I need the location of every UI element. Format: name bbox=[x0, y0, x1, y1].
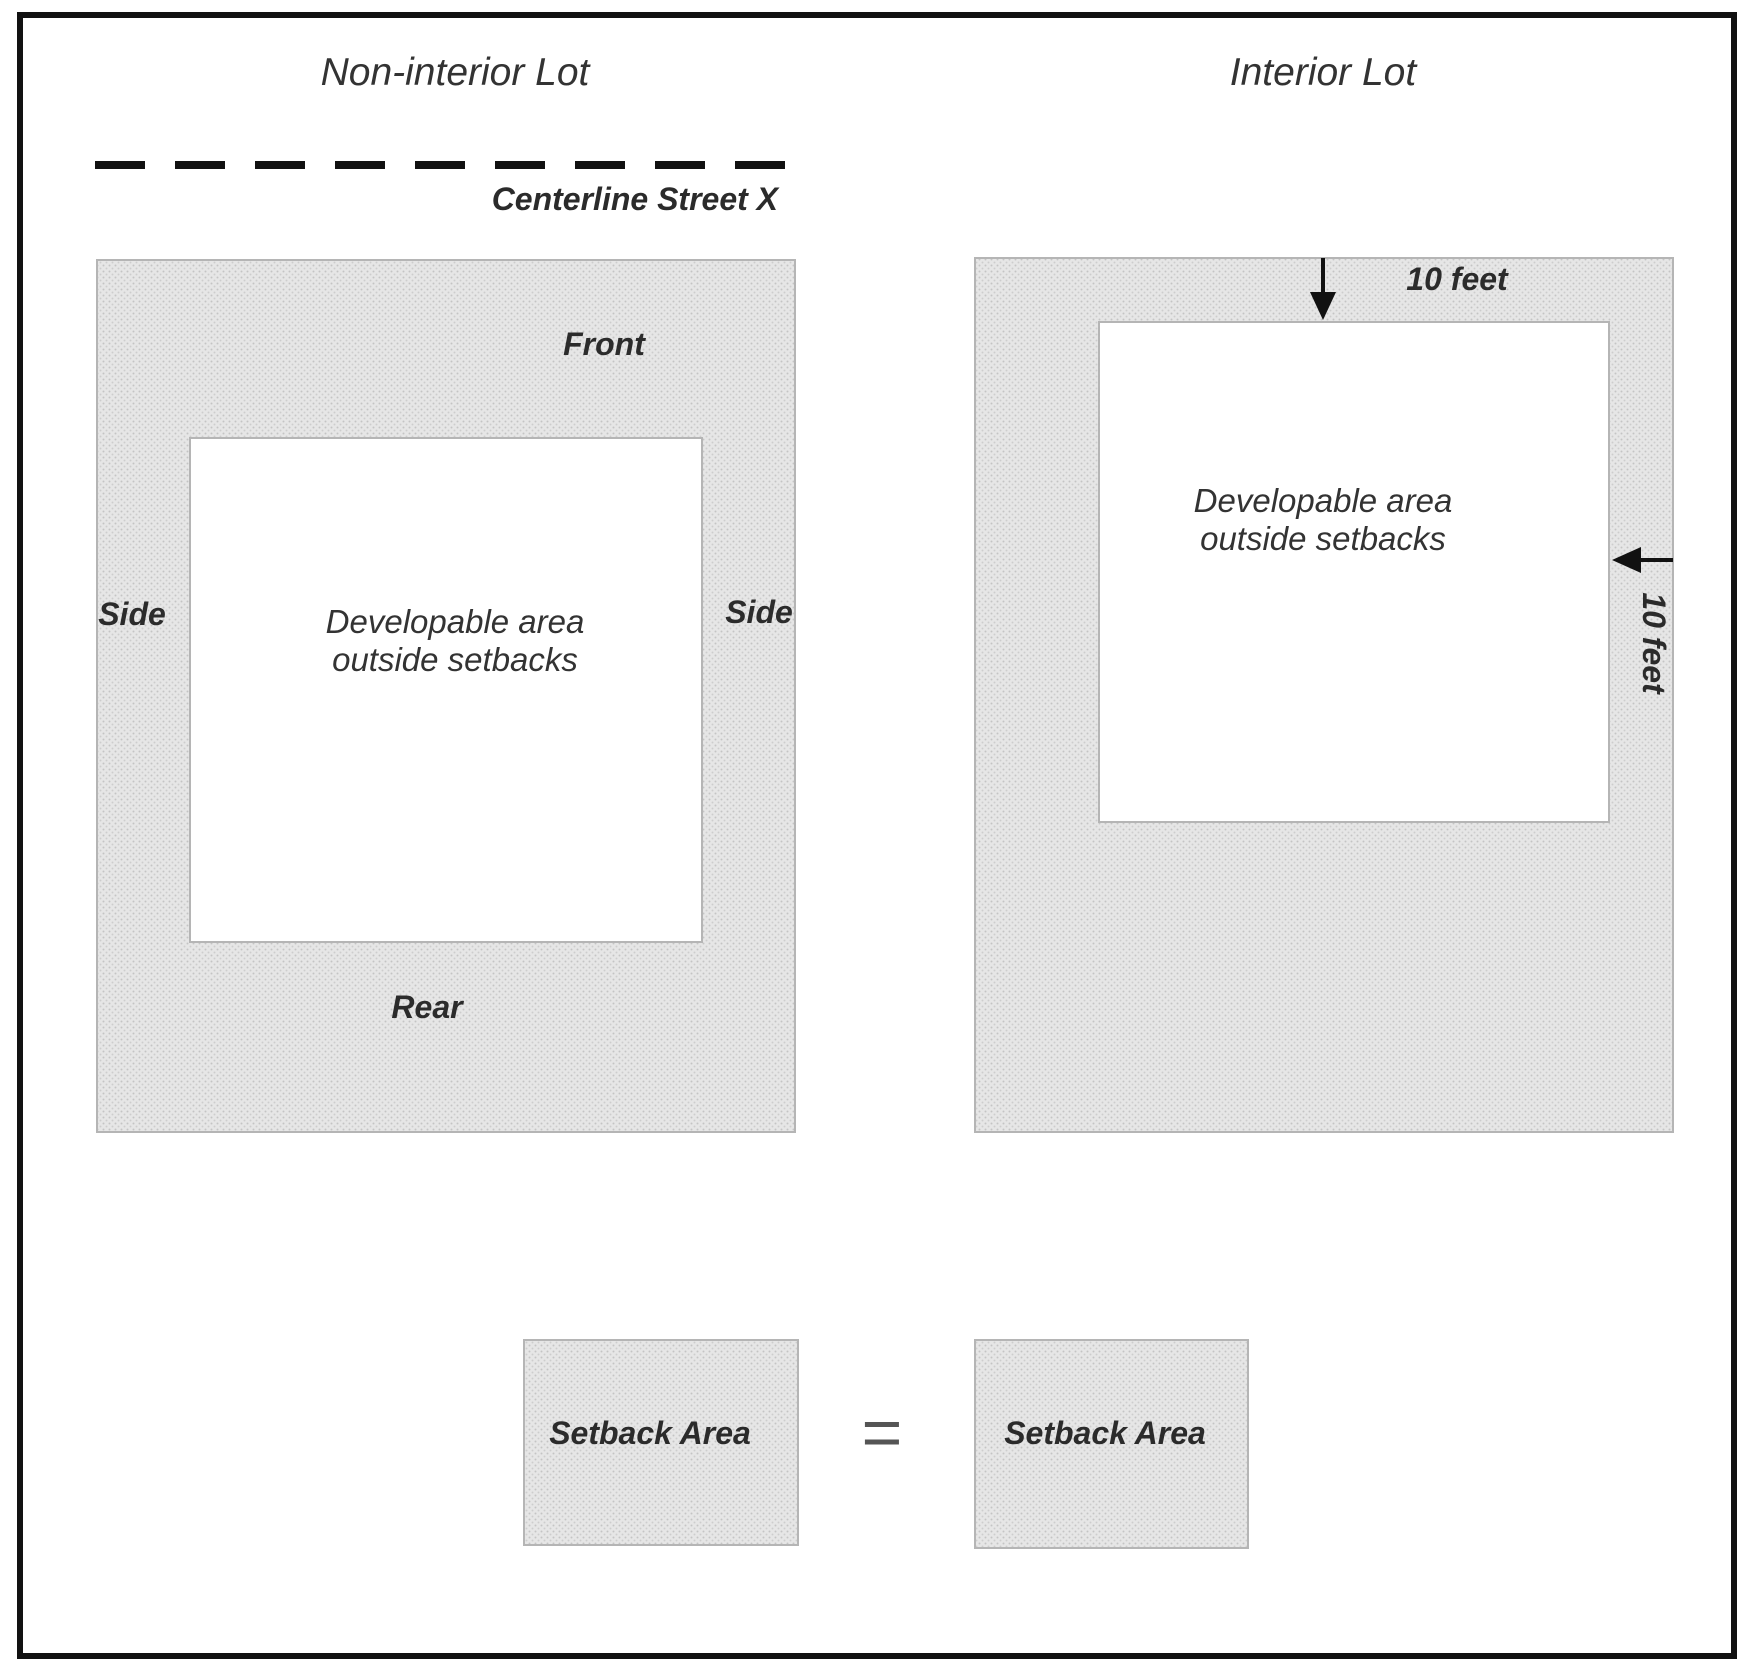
non-interior-lot-title: Non-interior Lot bbox=[321, 51, 592, 94]
non-interior-developable-line1: Developable area bbox=[326, 603, 585, 640]
interior-lot-title: Interior Lot bbox=[1230, 51, 1419, 94]
centerline-label: Centerline Street X bbox=[492, 181, 780, 217]
non-interior-developable-line2: outside setbacks bbox=[332, 641, 578, 678]
interior-developable-area bbox=[1098, 321, 1610, 823]
top-setback-arrow bbox=[1310, 258, 1336, 320]
non-interior-developable-area bbox=[189, 437, 703, 943]
legend-setback-swatch-left bbox=[523, 1339, 799, 1546]
top-setback-label: 10 feet bbox=[1406, 261, 1509, 297]
side-left-setback-label: Side bbox=[98, 596, 166, 632]
legend-setback-swatch-right bbox=[974, 1339, 1249, 1549]
legend-right-label: Setback Area bbox=[1004, 1415, 1206, 1451]
side-right-setback-label: Side bbox=[725, 594, 793, 630]
front-setback-label: Front bbox=[563, 326, 646, 362]
legend-equals-sign: = bbox=[862, 1393, 903, 1471]
right-setback-label: 10 feet bbox=[1636, 592, 1672, 695]
legend-left-label: Setback Area bbox=[549, 1415, 751, 1451]
interior-developable-line1: Developable area bbox=[1194, 482, 1453, 519]
rear-setback-label: Rear bbox=[391, 989, 464, 1025]
interior-developable-line2: outside setbacks bbox=[1200, 520, 1446, 557]
right-setback-arrow bbox=[1612, 547, 1673, 573]
